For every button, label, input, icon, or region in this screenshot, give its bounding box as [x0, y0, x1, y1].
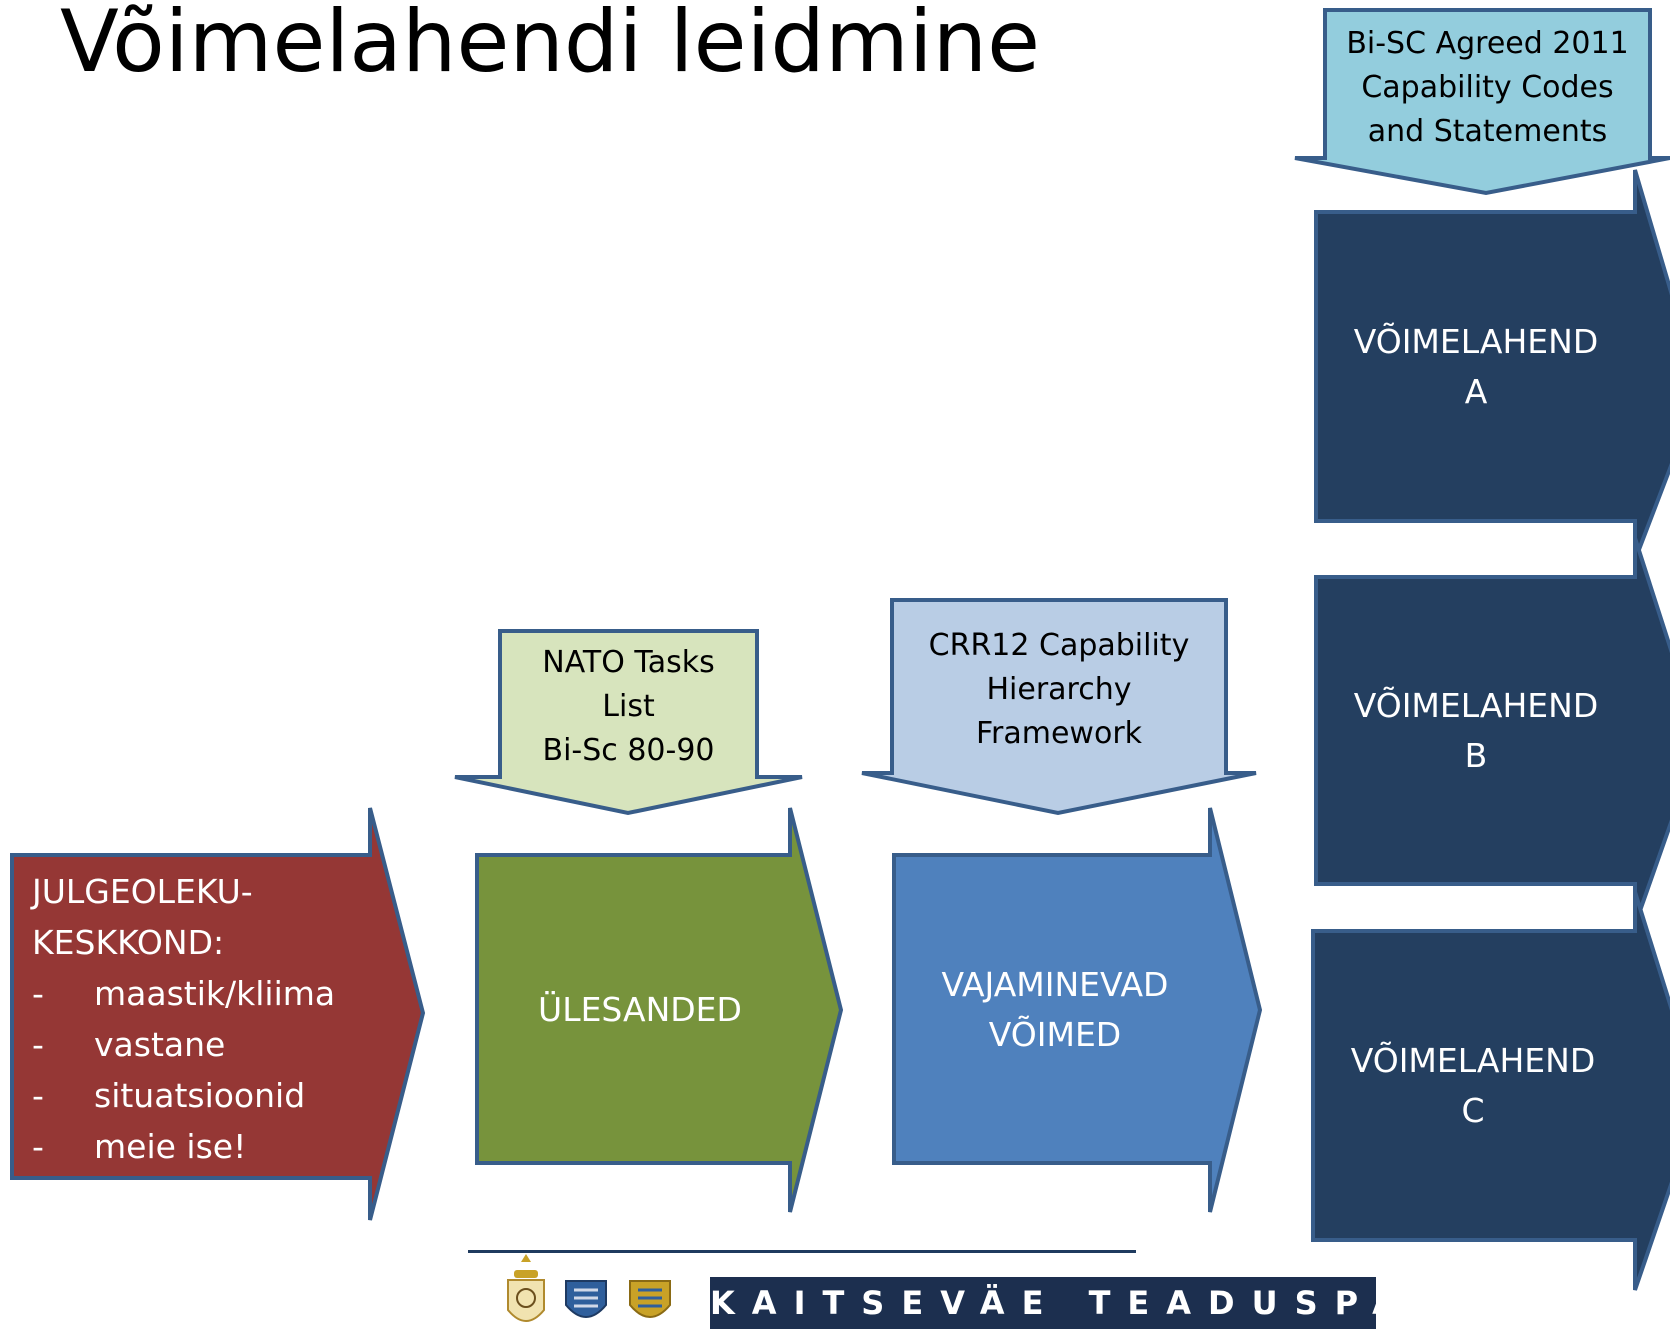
- solution-a-arrow: [1314, 169, 1670, 561]
- capabilities-line-2: VÕIMED: [988, 1015, 1122, 1054]
- bullet-dash: -: [32, 974, 44, 1013]
- tasks-arrow: [475, 807, 844, 1213]
- environment-heading-2: KESKKOND:: [32, 923, 225, 962]
- environment-arrow: [10, 807, 426, 1221]
- solution-c-label: VÕIMELAHEND C: [1313, 1036, 1633, 1136]
- crr-line-3: Framework: [975, 716, 1143, 751]
- environment-text: JULGEOLEKU- KESKKOND: - maastik/kliima - v…: [32, 866, 335, 1172]
- solution-b-arrow: [1314, 537, 1670, 926]
- environment-item-label: maastik/kliima: [94, 974, 336, 1013]
- nato-line-3: Bi-Sc 80-90: [542, 733, 715, 768]
- bisc-line-2: Capability Codes: [1361, 70, 1614, 105]
- bisc-line-1: Bi-SC Agreed 2011: [1346, 26, 1629, 61]
- academy-emblem: [507, 1254, 545, 1322]
- footer-divider: [468, 1250, 1136, 1253]
- bullet-dash: -: [32, 1127, 44, 1166]
- nato-input-arrow: [454, 629, 803, 816]
- solution-c-line-1: VÕIMELAHEND: [1350, 1041, 1596, 1080]
- environment-item: - vastane: [32, 1019, 335, 1070]
- crr-line-2: Hierarchy: [986, 672, 1132, 707]
- footer-banner: KAITSEVÄE TEADUSPÄEV: [710, 1277, 1376, 1329]
- nato-input-label: NATO Tasks List Bi-Sc 80-90: [500, 641, 757, 773]
- bisc-input-label: Bi-SC Agreed 2011 Capability Codes and S…: [1330, 22, 1645, 154]
- solution-a-line-2: A: [1464, 372, 1488, 411]
- nato-line-2: List: [602, 689, 655, 724]
- environment-item: - situatsioonid: [32, 1070, 335, 1121]
- crr-line-1: CRR12 Capability: [928, 628, 1190, 663]
- bisc-line-3: and Statements: [1367, 114, 1608, 149]
- solution-b-label: VÕIMELAHEND B: [1316, 681, 1636, 781]
- crr-input-label: CRR12 Capability Hierarchy Framework: [892, 624, 1226, 756]
- solution-c-arrow: [1311, 891, 1670, 1291]
- solution-a-line-1: VÕIMELAHEND: [1353, 322, 1599, 361]
- capabilities-label: VAJAMINEVAD VÕIMED: [900, 960, 1210, 1060]
- nato-line-1: NATO Tasks: [542, 645, 715, 680]
- defence-forces-emblem: [565, 1280, 607, 1318]
- estonia-coat-of-arms-emblem: [629, 1280, 671, 1318]
- environment-item-label: vastane: [94, 1025, 226, 1064]
- solution-b-line-1: VÕIMELAHEND: [1353, 686, 1599, 725]
- environment-item-label: situatsioonid: [94, 1076, 306, 1115]
- capabilities-arrow: [892, 807, 1263, 1213]
- environment-item: - maastik/kliima: [32, 968, 335, 1019]
- tasks-label: ÜLESANDED: [538, 990, 742, 1029]
- slide-title: Võimelahendi leidmine: [60, 0, 1041, 92]
- environment-item-label: meie ise!: [94, 1127, 247, 1166]
- capabilities-line-1: VAJAMINEVAD: [941, 965, 1169, 1004]
- solution-a-label: VÕIMELAHEND A: [1316, 317, 1636, 417]
- bisc-input-arrow: [1294, 8, 1670, 196]
- environment-item: - meie ise!: [32, 1121, 335, 1172]
- solution-c-line-2: C: [1461, 1091, 1485, 1130]
- solution-b-line-2: B: [1464, 736, 1488, 775]
- bullet-dash: -: [32, 1025, 44, 1064]
- environment-heading-1: JULGEOLEKU-: [32, 872, 253, 911]
- crr-input-arrow: [861, 598, 1257, 816]
- bullet-dash: -: [32, 1076, 44, 1115]
